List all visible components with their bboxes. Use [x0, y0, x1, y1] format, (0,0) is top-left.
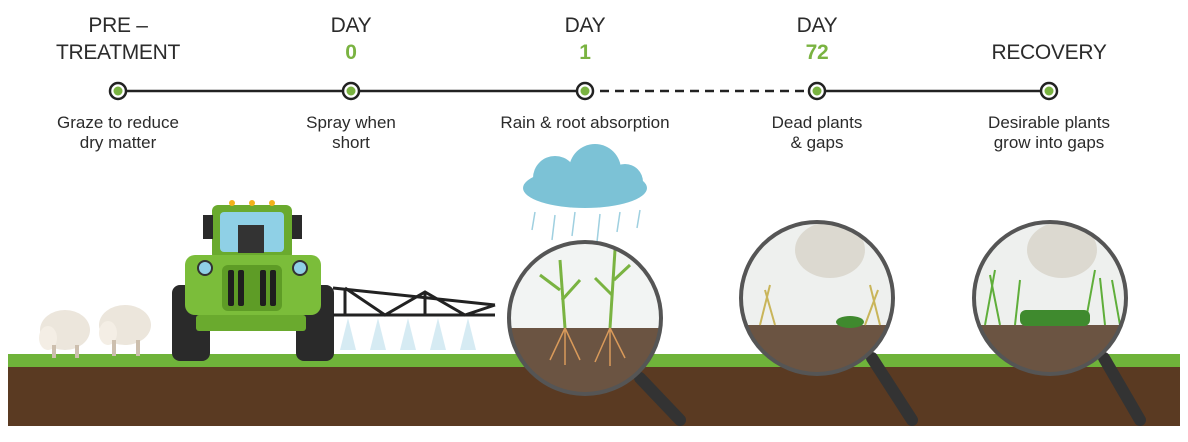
rain-cloud-icon: [523, 144, 647, 243]
magnifier-root-absorption: [507, 240, 686, 426]
sheep-icon: [39, 305, 151, 358]
timeline-nodes: [108, 81, 1059, 101]
stage-heading-pre-treatment: PRE –TREATMENT: [55, 14, 181, 64]
timeline-node-day-72: [807, 81, 827, 101]
magnifier-dead-plants: [739, 220, 918, 426]
tractor-icon: [172, 200, 334, 361]
timeline-node-day-0: [341, 81, 361, 101]
timeline-node-day-1: [575, 81, 595, 101]
stage-heading-recovery: RECOVERY: [991, 41, 1107, 64]
stage-description: Rain & root absorption: [500, 113, 670, 132]
spray-mist: [340, 318, 476, 350]
magnifier-recovery: [972, 220, 1146, 426]
sprayer-boom-icon: [332, 286, 496, 317]
stage-description: Dead plants& gaps: [771, 113, 863, 152]
timeline-node-pre-treatment: [108, 81, 128, 101]
timeline-node-recovery: [1039, 81, 1059, 101]
